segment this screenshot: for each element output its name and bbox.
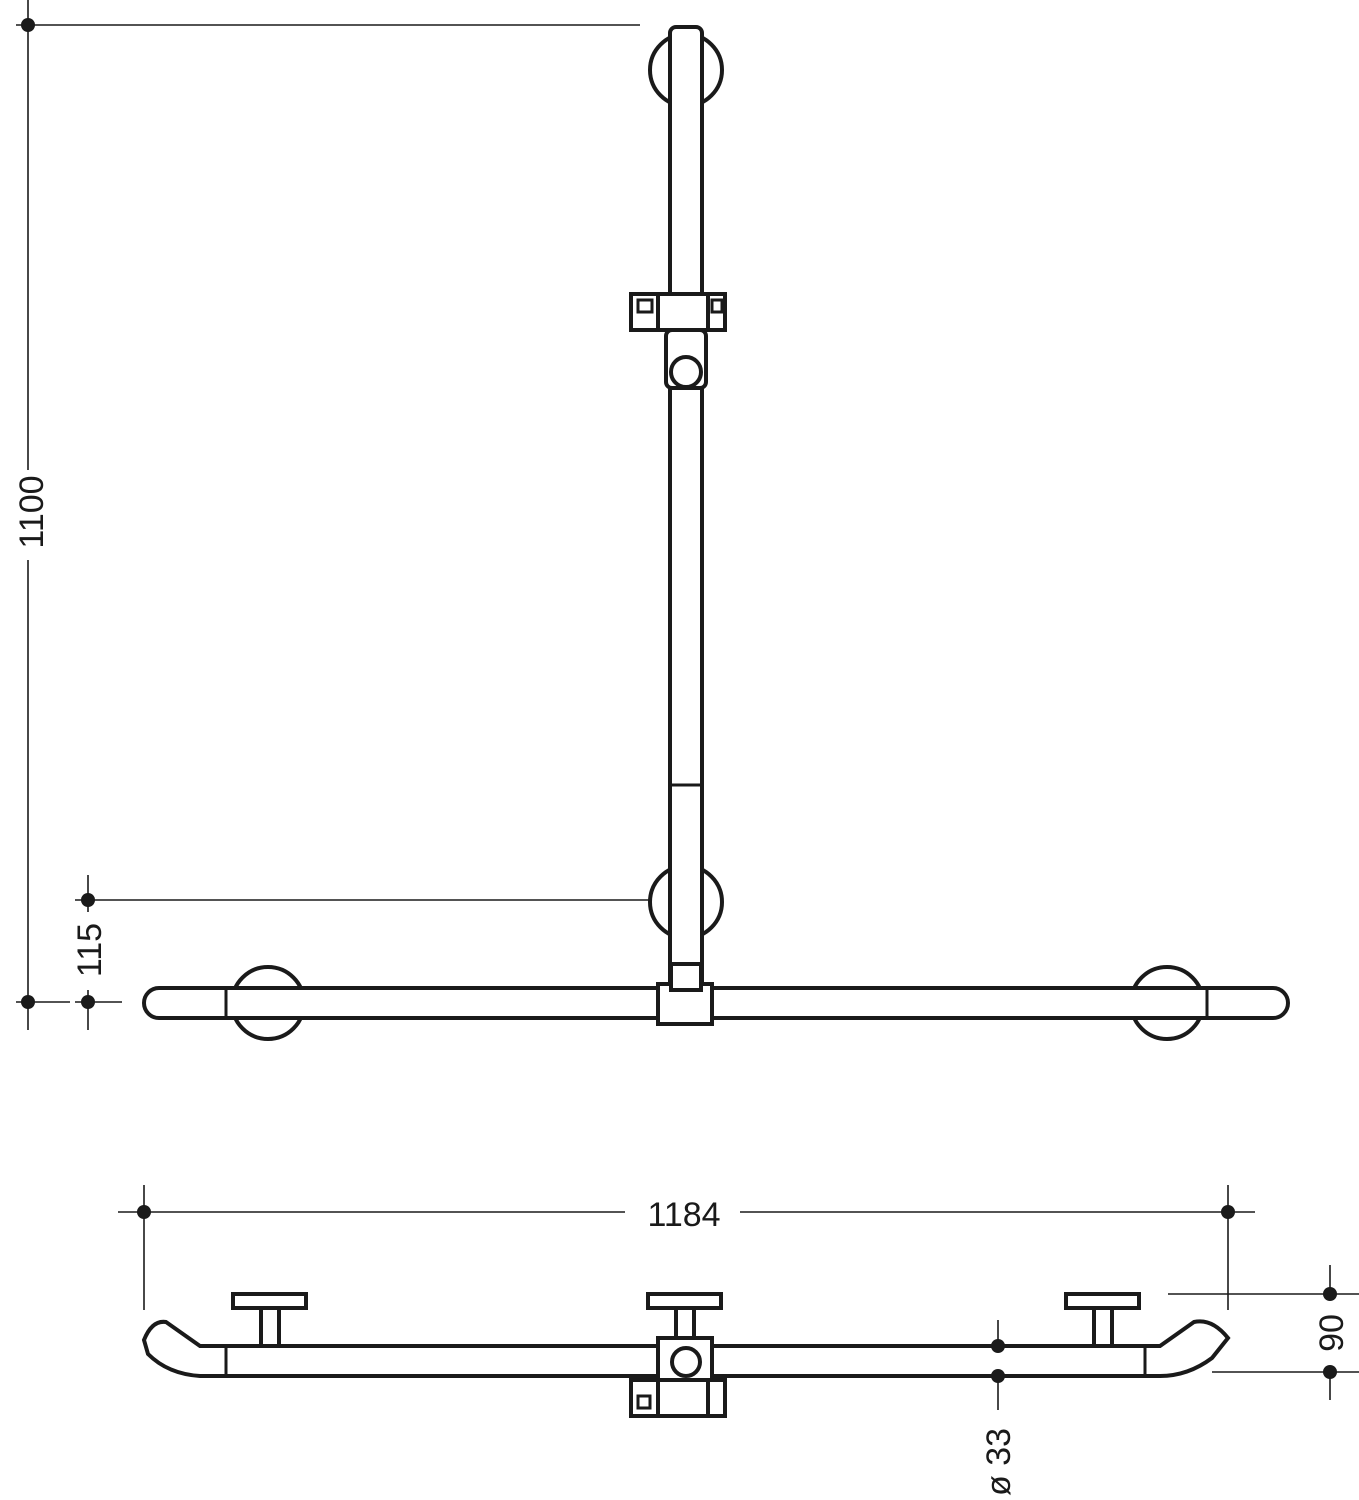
t-joint-sleeve bbox=[669, 962, 703, 992]
top-view-shower-holder bbox=[629, 1336, 727, 1418]
dimension-height-label: 1100 bbox=[13, 475, 51, 548]
wall-flange-left bbox=[231, 1292, 308, 1350]
wall-flange-right bbox=[1064, 1292, 1141, 1350]
shower-head-holder bbox=[629, 292, 727, 390]
horizontal-bar bbox=[142, 986, 1290, 1020]
dimension-depth-label: 90 bbox=[1313, 1314, 1351, 1352]
dimension-height: 1100 bbox=[13, 0, 640, 1030]
dimension-diameter: ø 33 bbox=[980, 1320, 1018, 1496]
dimension-depth: 90 bbox=[1168, 1265, 1359, 1400]
front-view bbox=[142, 25, 1290, 1041]
dimension-diameter-label: ø 33 bbox=[980, 1428, 1018, 1496]
dimension-rail-offset: 115 bbox=[71, 875, 652, 1030]
dimension-width-label: 1184 bbox=[647, 1196, 720, 1234]
top-view bbox=[141, 1292, 1231, 1418]
dimension-width: 1184 bbox=[118, 1185, 1255, 1310]
dimension-rail-offset-label: 115 bbox=[71, 923, 109, 977]
vertical-bar bbox=[668, 25, 704, 994]
